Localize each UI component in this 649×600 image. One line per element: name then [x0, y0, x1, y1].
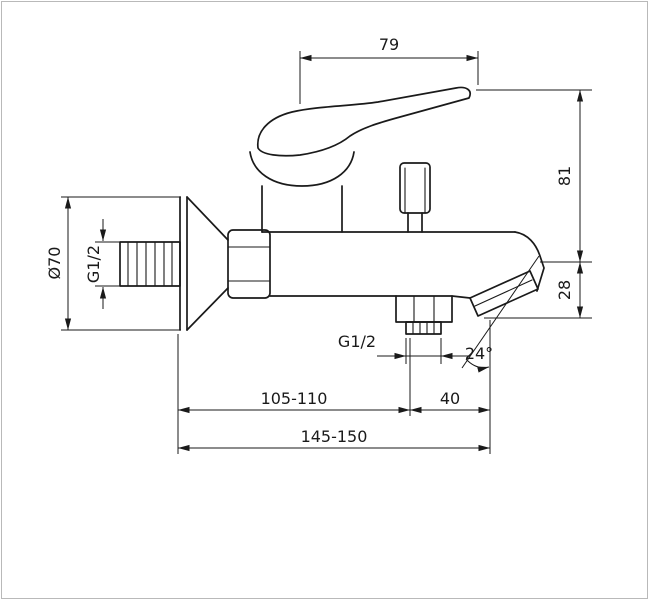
- dim-g12-bottom-label: G1/2: [338, 332, 376, 351]
- dim-g12-left: [95, 219, 121, 309]
- escutcheon-cone: [179, 196, 229, 331]
- dimension-labels: 79 81 28 Ø70 G1/2 G1/2 24° 105-110 40 14…: [45, 35, 574, 446]
- shower-outlet: [395, 295, 453, 335]
- dim-angle-label: 24°: [465, 344, 493, 363]
- dim-projections: [177, 320, 491, 454]
- mixer-body: [261, 231, 545, 299]
- dim-dia70-label: Ø70: [45, 247, 64, 280]
- dim-40-label: 40: [440, 389, 460, 408]
- dim-81-label: 81: [555, 166, 574, 186]
- dim-g12-bottom: [377, 338, 470, 364]
- dim-145-150-label: 145-150: [301, 427, 368, 446]
- dim-28: [484, 261, 592, 319]
- dim-28-label: 28: [555, 280, 574, 300]
- dim-79: [299, 51, 479, 104]
- faucet-outline: [119, 86, 545, 335]
- wall-nipple: [119, 241, 181, 287]
- dim-dia70: [61, 196, 181, 331]
- dim-angle-24: [461, 255, 540, 373]
- dim-79-label: 79: [379, 35, 399, 54]
- dim-105-110-label: 105-110: [261, 389, 328, 408]
- spout-aerator: [469, 270, 539, 317]
- diverter-knob: [399, 162, 431, 233]
- cartridge-column: [261, 185, 343, 233]
- dimension-lines: [61, 51, 592, 454]
- lever-handle: [249, 86, 471, 187]
- hex-nut: [227, 229, 271, 299]
- dim-81: [476, 89, 592, 263]
- dim-g12-left-label: G1/2: [84, 245, 103, 283]
